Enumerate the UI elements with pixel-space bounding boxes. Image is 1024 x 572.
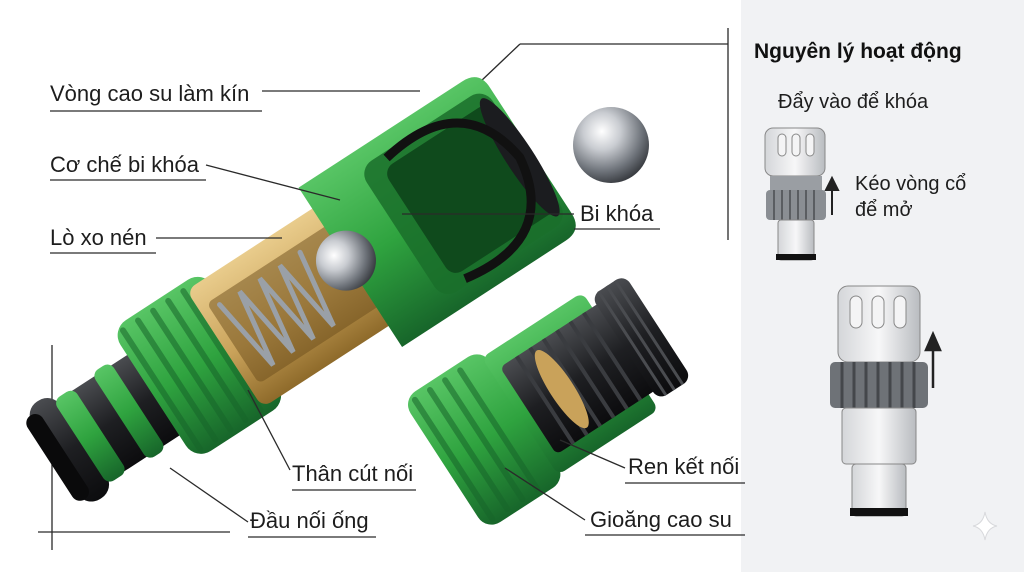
sparkle-icon	[972, 511, 998, 541]
leader-lines	[50, 90, 745, 538]
side-panel-title: Nguyên lý hoạt động	[754, 40, 962, 63]
label-hose-connector-end: Đầu nối ống	[250, 508, 369, 533]
label-ball-lock-mechanism: Cơ chế bi khóa	[50, 152, 199, 177]
side-connector-large	[830, 285, 928, 517]
arrow-up-icon-large	[924, 330, 942, 388]
label-compression-spring: Lò xo nén	[50, 225, 147, 250]
label-seal-ring: Vòng cao su làm kín	[50, 81, 250, 106]
side-connector-small	[764, 127, 826, 261]
push-to-lock-text: Đẩy vào để khóa	[778, 91, 929, 113]
pull-collar-text-line2: để mở	[855, 199, 913, 221]
label-rubber-gasket: Gioăng cao su	[590, 507, 732, 532]
frame-lines	[38, 28, 729, 550]
arrow-up-icon-small	[824, 175, 840, 215]
main-connector	[26, 77, 576, 502]
lock-ball-illustration	[573, 107, 649, 183]
label-lock-ball: Bi khóa	[580, 201, 654, 226]
pull-collar-text-line1: Kéo vòng cổ	[855, 173, 967, 195]
label-connector-body: Thân cút nối	[292, 461, 414, 486]
label-connection-thread: Ren kết nối	[628, 454, 740, 479]
thread-adapter	[408, 278, 689, 525]
